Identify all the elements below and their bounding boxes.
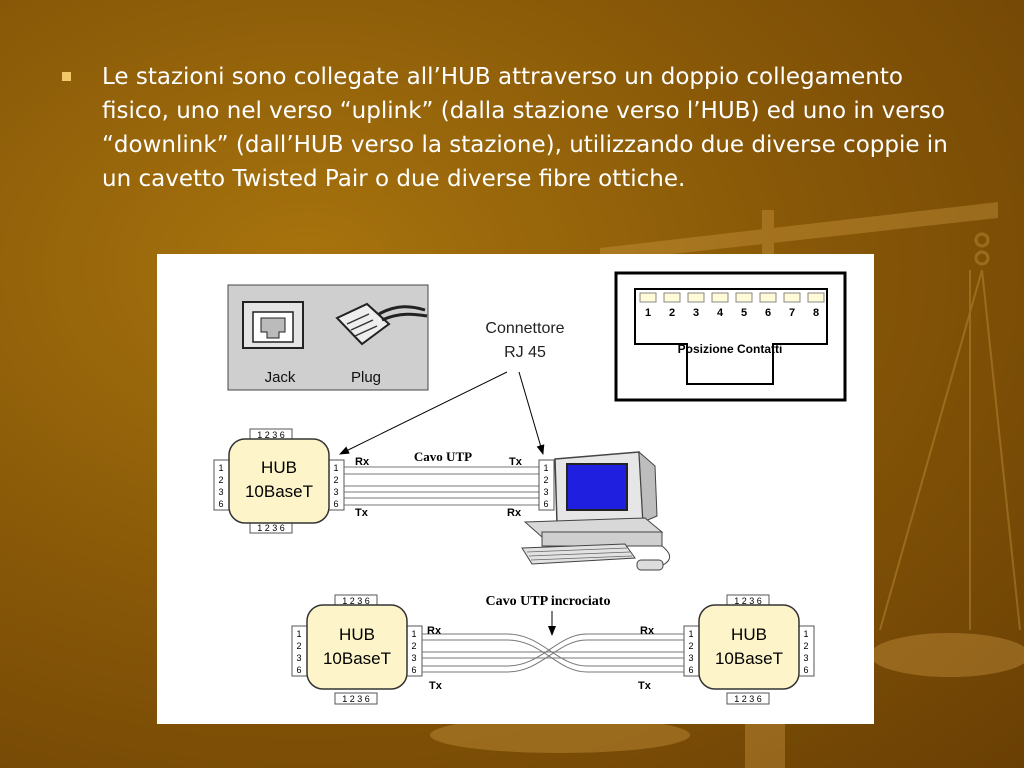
connector-arrow-hub: [339, 371, 508, 455]
rj45-hub-diagram: Jack Plug Connettore RJ 45 1 2: [157, 254, 874, 724]
hub-port-pin: 3: [296, 653, 301, 663]
hub-label-line1: HUB: [261, 458, 297, 477]
computer-icon: [521, 450, 671, 571]
contact-positions-diagram: 1 2 3 4 5 6 7 8 Posizione Contatti: [614, 271, 847, 402]
straight-utp-cable: [344, 466, 539, 506]
hub-port-pin: 6: [411, 665, 416, 675]
hub-label-line2: 10BaseT: [323, 649, 391, 668]
jack-icon: [242, 301, 304, 349]
contact-pin-number: 4: [717, 307, 724, 319]
hub-port-pin: 3: [218, 487, 223, 497]
crossed-cable-label: Cavo UTP incrociato: [486, 594, 611, 609]
hub-label-line2: 10BaseT: [245, 482, 313, 501]
contact-pin-number: 5: [741, 307, 747, 319]
bullet-text: Le stazioni sono collegate all’HUB attra…: [102, 64, 948, 192]
hub-port-pin: 6: [333, 499, 338, 509]
hub-port-pin: 3: [333, 487, 338, 497]
hub-port-pin: 6: [688, 665, 693, 675]
hub-cross-right: 1 2 3 6 1 2 3 6 1 2 3 6 1 2 3 6 HUB 10Ba…: [683, 594, 815, 705]
rx-label: Rx: [640, 625, 655, 637]
contact-pin-number: 7: [789, 307, 795, 319]
contact-pin-number: 1: [645, 307, 651, 319]
hub-port-pin: 1: [296, 629, 301, 639]
hub-port-pin: 1: [218, 463, 223, 473]
rx-label: Rx: [355, 456, 370, 468]
hub-port-pins-bottom: 1 2 3 6: [734, 694, 762, 704]
hub-label-line1: HUB: [339, 625, 375, 644]
hub-port-pin: 2: [218, 475, 223, 485]
connector-arrow-pc: [518, 371, 545, 455]
contact-pin-number: 2: [669, 307, 675, 319]
hub-label-line2: 10BaseT: [715, 649, 783, 668]
connector-label-line1: Connettore: [485, 320, 564, 337]
pc-port-pin: 6: [543, 499, 548, 509]
hub-port-pin: 1: [333, 463, 338, 473]
contact-positions-label: Posizione Contatti: [678, 342, 783, 356]
hub-port-pin: 2: [803, 641, 808, 651]
hub-port-pin: 3: [688, 653, 693, 663]
hub-port-pins-top: 1 2 3 6: [734, 596, 762, 606]
plug-label: Plug: [351, 369, 381, 386]
hub-port-pin: 6: [218, 499, 223, 509]
tx-label: Tx: [429, 680, 443, 692]
contact-pin-number: 3: [693, 307, 699, 319]
hub-straight: 1 2 3 6 1 2 3 6 1 2 3 6 1 2 3 6 HUB 10Ba…: [213, 428, 345, 534]
tx-label: Tx: [638, 680, 652, 692]
hub-port-pin: 2: [411, 641, 416, 651]
hub-label-line1: HUB: [731, 625, 767, 644]
hub-port-pin: 2: [688, 641, 693, 651]
jack-plug-photo: Jack Plug: [227, 284, 429, 391]
pc-port-pin: 1: [543, 463, 548, 473]
hub-port-pin: 1: [411, 629, 416, 639]
hub-port-pin: 6: [803, 665, 808, 675]
hub-port-pin: 1: [688, 629, 693, 639]
crossed-utp-cable: [422, 633, 684, 673]
hub-cross-left: 1 2 3 6 1 2 3 6 1 2 3 6 1 2 3 6 HUB 10Ba…: [291, 594, 423, 705]
contact-pin-number: 8: [813, 307, 819, 319]
straight-cable-label: Cavo UTP: [414, 449, 472, 464]
hub-port-pin: 2: [296, 641, 301, 651]
hub-port-pin: 6: [296, 665, 301, 675]
hub-port-pins-bottom: 1 2 3 6: [342, 694, 370, 704]
pc-port-pin: 2: [543, 475, 548, 485]
hub-port-pin: 2: [333, 475, 338, 485]
hub-port-pin: 3: [411, 653, 416, 663]
rx-label: Rx: [427, 625, 442, 637]
hub-port-pins-top: 1 2 3 6: [342, 596, 370, 606]
hub-port-pin: 1: [803, 629, 808, 639]
tx-label: Tx: [355, 507, 369, 519]
bullet-marker-icon: [62, 72, 71, 81]
contact-pin-number: 6: [765, 307, 771, 319]
jack-label: Jack: [265, 369, 296, 386]
connector-label-line2: RJ 45: [504, 344, 546, 361]
hub-port-pins-bottom: 1 2 3 6: [257, 523, 285, 533]
hub-port-pins-top: 1 2 3 6: [257, 430, 285, 440]
pc-port-pin: 3: [543, 487, 548, 497]
tx-label: Tx: [509, 456, 523, 468]
plug-icon: [335, 302, 428, 346]
rx-label: Rx: [507, 507, 522, 519]
hub-port-pin: 3: [803, 653, 808, 663]
